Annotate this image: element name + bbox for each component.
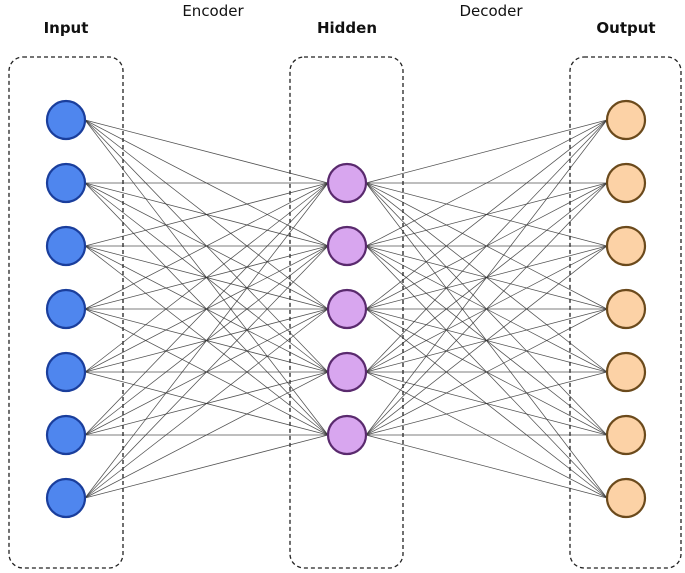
input-layer-label: Input	[44, 19, 89, 37]
input-node-6	[45, 414, 87, 456]
decoder-edge-2-1	[365, 119, 608, 247]
decoder-edge-5-5	[365, 371, 608, 436]
encoder-label: Encoder	[182, 2, 244, 20]
connections	[84, 119, 608, 499]
output-layer-label: Output	[596, 19, 655, 37]
input-node-5	[45, 351, 87, 393]
encoder-edge-7-3	[84, 308, 329, 499]
encoder-edge-7-5	[84, 434, 329, 499]
encoder-edge-7-2	[84, 245, 329, 499]
decoder-edge-1-1	[365, 119, 608, 184]
output-node-6	[605, 414, 647, 456]
decoder-edge-5-7	[365, 434, 608, 499]
hidden-node-4	[326, 351, 368, 393]
encoder-edge-5-1	[84, 182, 329, 373]
output-layer-box	[569, 56, 682, 569]
output-node-1	[605, 99, 647, 141]
hidden-node-1	[326, 162, 368, 204]
encoder-edge-7-4	[84, 371, 329, 499]
decoder-edge-5-1	[365, 119, 608, 436]
output-node-2	[605, 162, 647, 204]
input-node-3	[45, 225, 87, 267]
input-layer-box	[8, 56, 124, 569]
decoder-edge-5-2	[365, 182, 608, 436]
hidden-node-3	[326, 288, 368, 330]
decoder-label: Decoder	[459, 2, 523, 20]
encoder-edge-6-1	[84, 182, 329, 436]
input-node-4	[45, 288, 87, 330]
encoder-edge-3-1	[84, 182, 329, 247]
hidden-node-5	[326, 414, 368, 456]
encoder-edge-7-1	[84, 182, 329, 499]
output-node-3	[605, 225, 647, 267]
decoder-edge-3-1	[365, 119, 608, 310]
encoder-edge-1-1	[84, 119, 329, 184]
hidden-node-2	[326, 225, 368, 267]
neurons	[45, 99, 647, 519]
output-node-7	[605, 477, 647, 519]
output-node-4	[605, 288, 647, 330]
input-node-7	[45, 477, 87, 519]
decoder-edge-5-3	[365, 245, 608, 436]
hidden-layer-label: Hidden	[317, 19, 377, 37]
decoder-edge-5-4	[365, 308, 608, 436]
input-node-1	[45, 99, 87, 141]
output-node-5	[605, 351, 647, 393]
encoder-edge-4-1	[84, 182, 329, 310]
decoder-edge-4-1	[365, 119, 608, 373]
input-node-2	[45, 162, 87, 204]
hidden-layer-box	[289, 56, 404, 569]
